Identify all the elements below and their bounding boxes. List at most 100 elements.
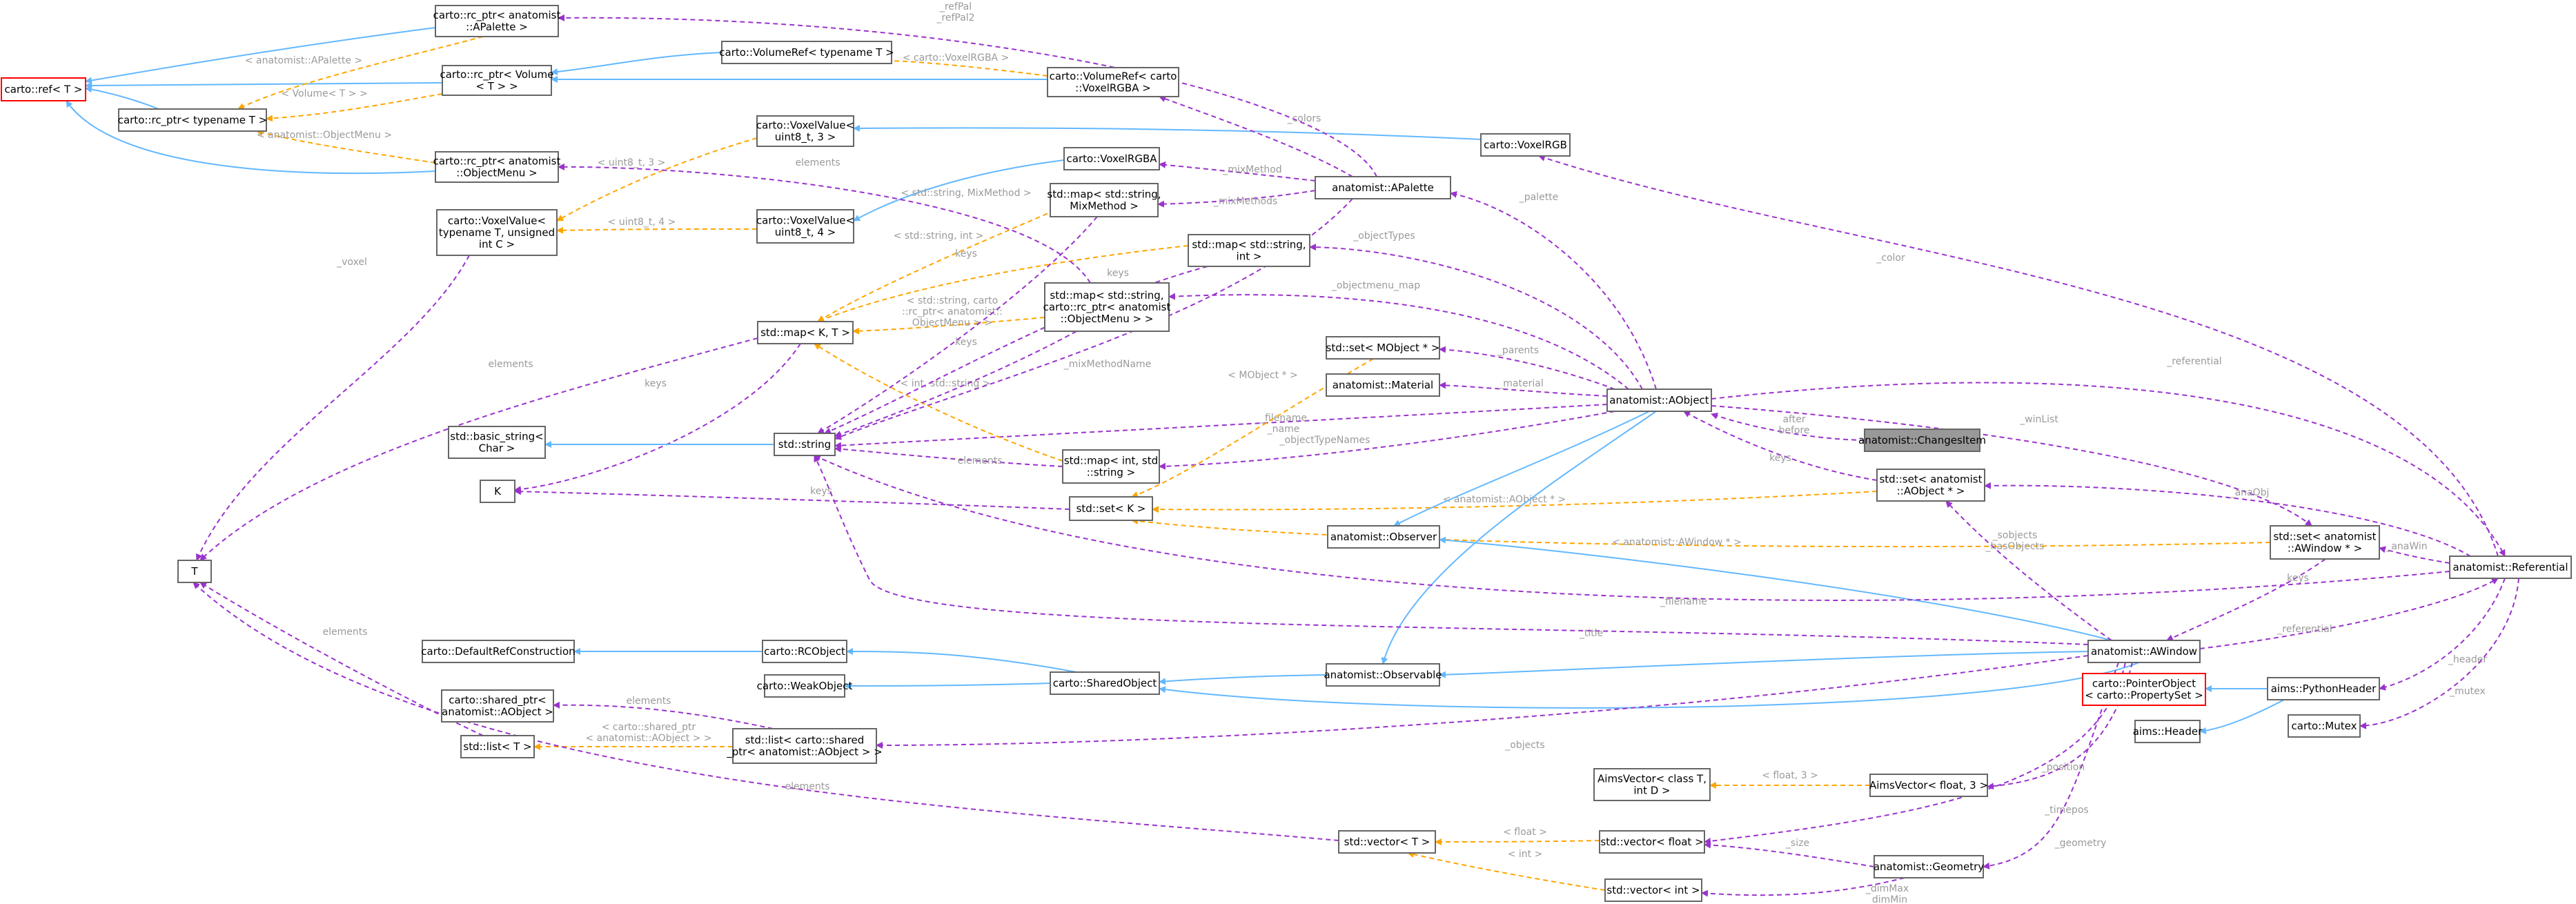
e-setAW-setK-edge: < anatomist::AWindow * > bbox=[1131, 518, 2271, 548]
node-label-line: std::set< anatomist bbox=[1879, 473, 1982, 486]
edge-label-line: _mixMethod bbox=[1222, 164, 1281, 175]
class-node-avf[interactable]: AimsVector< float, 3 > bbox=[1869, 774, 1988, 797]
edge-label: _position bbox=[2041, 762, 2085, 773]
edge-label-line: keys bbox=[955, 248, 977, 259]
edge-label-line: keys bbox=[955, 337, 977, 348]
node-label-line: carto::VoxelValue< bbox=[756, 119, 854, 132]
edge-label: keys bbox=[2287, 573, 2309, 584]
class-node-listt[interactable]: std::list< T > bbox=[460, 735, 535, 758]
edge-label-line: _anaWin bbox=[2386, 541, 2427, 552]
class-node-mutex[interactable]: carto::Mutex bbox=[2288, 714, 2361, 738]
class-node-aobj[interactable]: anatomist::AObject bbox=[1606, 389, 1712, 412]
e-mapOM-rcOM-edge: elements bbox=[558, 157, 1091, 284]
class-node-bstr[interactable]: std::basic_string<Char > bbox=[448, 426, 546, 459]
edge-label-line: < MObject * > bbox=[1228, 370, 1298, 381]
e-vecI-vecT-edge: < int > bbox=[1407, 849, 1606, 891]
class-node-obsable[interactable]: anatomist::Observable bbox=[1324, 663, 1442, 687]
class-node-k[interactable]: K bbox=[480, 480, 515, 503]
class-node-rco[interactable]: carto::RCObject bbox=[762, 640, 847, 663]
class-node-listsp[interactable]: std::list< carto::shared_ptr< anatomist:… bbox=[726, 728, 883, 764]
e-pal-mapMix-edge: _mixMethods bbox=[1157, 190, 1316, 208]
class-node-mat[interactable]: anatomist::Material bbox=[1326, 373, 1440, 397]
class-node-vrgba[interactable]: carto::VoxelRGBA bbox=[1063, 147, 1160, 170]
node-label-line: std::map< std::string, bbox=[1047, 188, 1161, 201]
node-box bbox=[1327, 525, 1440, 549]
edge-label: elements bbox=[795, 157, 840, 168]
class-node-vect[interactable]: std::vector< T > bbox=[1338, 830, 1436, 854]
edge-label: _sobjects_hasObjects bbox=[1985, 530, 2045, 552]
class-node-vv4[interactable]: carto::VoxelValue<uint8_t, 4 > bbox=[756, 209, 854, 244]
class-node-vvt[interactable]: carto::VoxelValue<typename T, unsignedin… bbox=[436, 209, 558, 256]
class-node-mapsi[interactable]: std::map< std::string,int > bbox=[1188, 234, 1310, 267]
class-node-mapis[interactable]: std::map< int, std::string > bbox=[1062, 449, 1160, 484]
node-label-line: MixMethod > bbox=[1070, 200, 1139, 213]
node-label-line: anatomist::ChangesItem bbox=[1858, 434, 1986, 446]
e-geom-vecF-edge: _size bbox=[1704, 838, 1875, 867]
class-node-obs[interactable]: anatomist::Observer bbox=[1327, 525, 1440, 549]
node-label-line: std::set< MObject * > bbox=[1326, 342, 1440, 354]
node-box bbox=[442, 65, 552, 96]
e-mapOM-str-edge: keys bbox=[834, 331, 1077, 438]
class-node-setk[interactable]: std::set< K > bbox=[1069, 496, 1153, 521]
node-box bbox=[1050, 671, 1160, 695]
edge-label: _dimMax_dimMin bbox=[1865, 883, 1909, 904]
edge-label: < int > bbox=[1508, 849, 1543, 860]
class-node-str[interactable]: std::string bbox=[774, 433, 836, 456]
edge-label: _winList bbox=[2019, 414, 2058, 425]
class-node-shared[interactable]: carto::SharedObject bbox=[1050, 671, 1160, 695]
edges-layer: < anatomist::APalette >< Volume< T > >< … bbox=[66, 1, 2519, 904]
class-node-rcom[interactable]: carto::rc_ptr< anatomist::ObjectMenu > bbox=[433, 151, 561, 183]
node-label-line: std::set< anatomist bbox=[2273, 531, 2376, 543]
edge-label: < std::string, MixMethod > bbox=[901, 188, 1031, 199]
edge-label-line: _position bbox=[2041, 762, 2085, 773]
node-label-line: ::ObjectMenu > bbox=[456, 167, 537, 179]
class-node-vv3[interactable]: carto::VoxelValue<uint8_t, 3 > bbox=[756, 115, 854, 147]
class-node-awin[interactable]: anatomist::AWindow bbox=[2087, 640, 2201, 663]
class-node-chg[interactable]: anatomist::ChangesItem bbox=[1858, 429, 1986, 452]
class-node-vrgb[interactable]: carto::VoxelRGB bbox=[1480, 133, 1571, 157]
class-node-vrv[interactable]: carto::VolumeRef< carto::VoxelRGBA > bbox=[1047, 67, 1179, 97]
class-node-defrc[interactable]: carto::DefaultRefConstruction bbox=[421, 640, 576, 663]
node-label-line: std::map< std::string, bbox=[1050, 289, 1163, 302]
class-node-vecf[interactable]: std::vector< float > bbox=[1599, 830, 1705, 854]
edge-label-line: _objectTypes bbox=[1353, 230, 1415, 242]
edge-path bbox=[883, 57, 1048, 77]
class-node-setao[interactable]: std::set< anatomist::AObject * > bbox=[1876, 469, 1985, 502]
edge-label-line: ObjectMenu > > bbox=[912, 317, 992, 328]
edge-path bbox=[85, 86, 159, 110]
edge-label: _material bbox=[1497, 378, 1543, 389]
class-node-mapom[interactable]: std::map< std::string,carto::rc_ptr< ana… bbox=[1043, 282, 1171, 332]
class-node-rct[interactable]: carto::rc_ptr< typename T > bbox=[118, 108, 268, 132]
class-node-rca[interactable]: carto::rc_ptr< anatomist::APalette > bbox=[433, 5, 561, 37]
e-pal-rcA-edge: _refPal_refPal2 bbox=[558, 1, 1377, 177]
edge-label-line: < int > bbox=[1508, 849, 1543, 860]
class-node-pyh[interactable]: aims::PythonHeader bbox=[2267, 677, 2380, 700]
edge-path bbox=[1381, 411, 1657, 665]
class-node-spa[interactable]: carto::shared_ptr<anatomist::AObject > bbox=[441, 689, 554, 723]
class-node-setmo[interactable]: std::set< MObject * > bbox=[1326, 336, 1440, 360]
class-node-weak[interactable]: carto::WeakObject bbox=[757, 674, 853, 698]
node-label-line: carto::VoxelRGBA bbox=[1067, 153, 1158, 165]
e-awin-shared-edge bbox=[1159, 662, 2140, 709]
class-node-setaw[interactable]: std::set< anatomist::AWindow * > bbox=[2270, 525, 2380, 560]
class-node-pal[interactable]: anatomist::APalette bbox=[1315, 176, 1451, 199]
edge-path bbox=[1711, 382, 2506, 557]
node-label-line: carto::VoxelValue< bbox=[448, 215, 546, 227]
class-node-mapmix[interactable]: std::map< std::string,MixMethod > bbox=[1047, 183, 1161, 217]
edge-label: _colors bbox=[1287, 113, 1321, 124]
node-box bbox=[1069, 496, 1153, 521]
class-node-ref[interactable]: carto::ref< T > bbox=[1, 77, 86, 101]
node-label-line: ::ObjectMenu > > bbox=[1061, 313, 1154, 325]
class-node-mapkt[interactable]: std::map< K, T > bbox=[757, 321, 854, 344]
class-node-t[interactable]: T bbox=[177, 560, 212, 583]
class-node-avc[interactable]: AimsVector< class T,int D > bbox=[1593, 768, 1711, 801]
edge-label: _voxel bbox=[336, 257, 367, 268]
class-node-geom[interactable]: anatomist::Geometry bbox=[1874, 855, 1984, 878]
class-node-hdr[interactable]: aims::Header bbox=[2133, 720, 2203, 743]
class-node-veci[interactable]: std::vector< int > bbox=[1604, 878, 1702, 902]
class-node-refl[interactable]: anatomist::Referential bbox=[2449, 556, 2572, 579]
class-node-rcv[interactable]: carto::rc_ptr< Volume< T > > bbox=[440, 65, 554, 96]
class-node-ptro[interactable]: carto::PointerObject< carto::PropertySet… bbox=[2082, 673, 2206, 706]
e-setK-K-edge: keys bbox=[514, 486, 1070, 510]
class-node-vrt[interactable]: carto::VolumeRef< typename T > bbox=[719, 41, 894, 64]
